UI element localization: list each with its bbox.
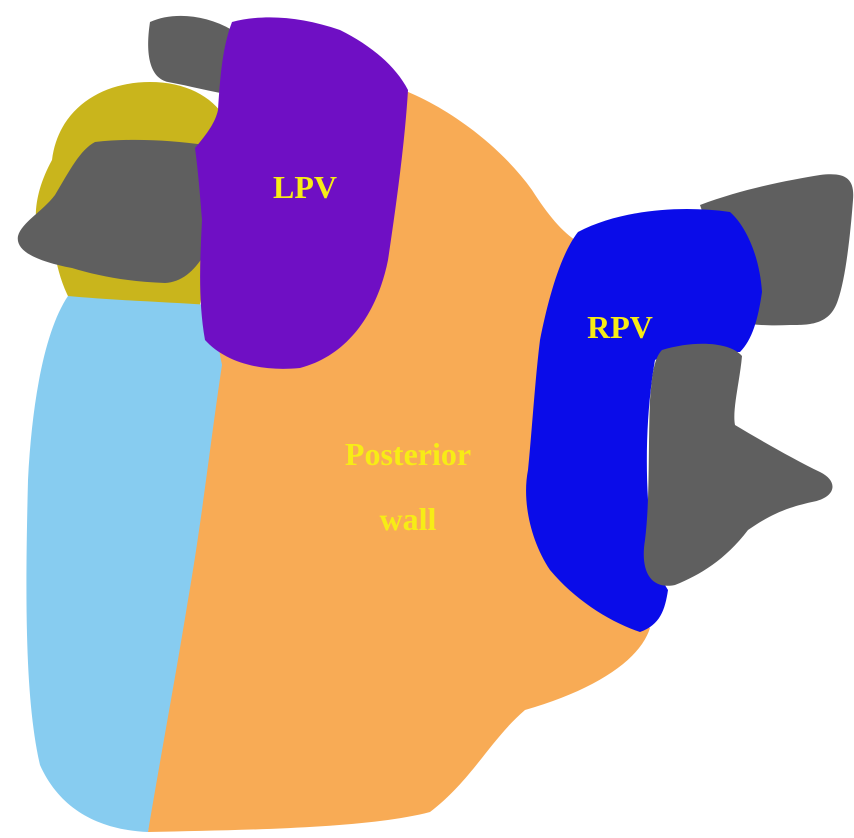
lpv-label: LPV: [273, 169, 337, 205]
posterior-wall-label-line2: wall: [380, 501, 437, 537]
right-lower-vein-stub: [644, 344, 833, 586]
left-middle-vein-stub: [18, 140, 212, 283]
rpv-label: RPV: [587, 309, 653, 345]
posterior-wall-label-line1: Posterior: [345, 436, 471, 472]
